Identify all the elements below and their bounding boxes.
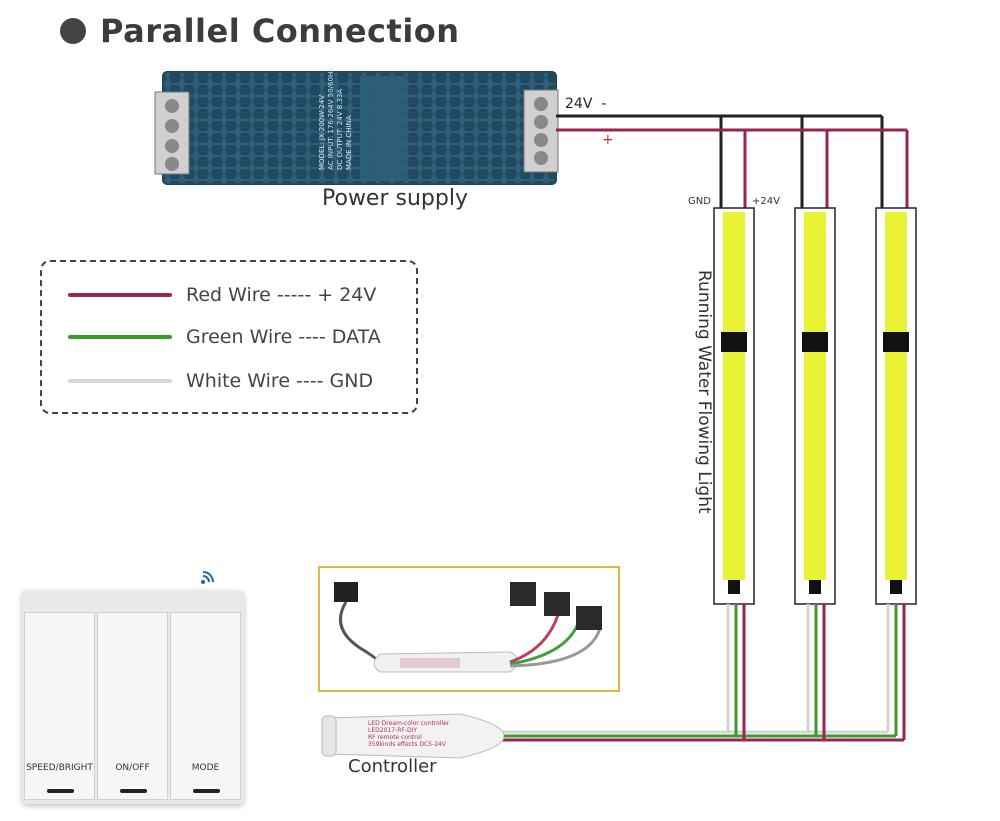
button-indicator	[120, 789, 147, 793]
print-line: MADE IN CHINA	[345, 115, 353, 170]
print-line: RF remote control	[368, 734, 422, 741]
controller-label: Controller	[348, 756, 437, 777]
white-line-swatch	[68, 379, 172, 383]
controller-photo-drawing	[334, 582, 602, 673]
legend-label: Red Wire ----- + 24V	[186, 284, 377, 306]
red-wire-supply	[556, 128, 909, 210]
wireless-icon	[201, 571, 214, 584]
mode-button[interactable]: MODE	[170, 612, 241, 800]
speed-bright-button[interactable]: SPEED/BRIGHT	[24, 612, 95, 800]
led-strip-2	[794, 207, 836, 605]
gnd-label: GND	[688, 196, 711, 207]
print-line: LED2017-RF-DIY	[368, 727, 418, 734]
button-label: ON/OFF	[115, 763, 150, 773]
bullet-icon	[60, 18, 86, 44]
legend-item-green: Green Wire ---- DATA	[68, 326, 381, 348]
red-line-swatch	[68, 293, 172, 297]
title-text: Parallel Connection	[100, 12, 460, 50]
led-strip-1	[713, 207, 755, 605]
button-label: MODE	[191, 763, 220, 773]
diagram-title: Parallel Connection	[60, 12, 460, 50]
strip-name-label: Running Water Flowing Light	[694, 270, 714, 514]
remote-wall-switch: SPEED/BRIGHT ON/OFF MODE	[22, 590, 244, 804]
pos24v-label: +24V	[752, 196, 780, 207]
data-bus	[500, 604, 906, 742]
power-supply-label: Power supply	[322, 186, 468, 211]
button-label: SPEED/BRIGHT	[26, 763, 93, 773]
terminal-positive-label: +	[602, 132, 614, 148]
terminal-negative-label: 24V -	[565, 96, 607, 112]
print-line: DC OUTPUT: 24V 8.33A	[336, 88, 344, 170]
legend-item-red: Red Wire ----- + 24V	[68, 284, 376, 306]
controller-device	[321, 713, 505, 759]
black-wire	[556, 114, 884, 210]
button-indicator	[193, 789, 220, 793]
button-indicator	[47, 789, 74, 793]
psu-print-text: MODEL: JX-200W-24V AC INPUT: 176-264V 50…	[318, 68, 354, 170]
print-line: AC INPUT: 176-264V 50/60Hz	[327, 68, 335, 170]
controller-print: LED Dream-color controller LED2017-RF-DI…	[368, 720, 449, 748]
legend-item-white: White Wire ---- GND	[68, 370, 373, 392]
legend-label: Green Wire ---- DATA	[186, 326, 381, 348]
print-line: 359kinds effects DC5-24V	[368, 741, 446, 748]
print-line: MODEL: JX-200W-24V	[318, 94, 326, 170]
print-line: LED Dream-color controller	[368, 720, 450, 727]
power-supply	[154, 71, 559, 185]
led-strip-3	[875, 207, 917, 605]
legend-label: White Wire ---- GND	[186, 370, 374, 392]
on-off-button[interactable]: ON/OFF	[97, 612, 168, 800]
controller-photo	[318, 566, 620, 692]
legend: Red Wire ----- + 24V Green Wire ---- DAT…	[40, 260, 418, 414]
green-line-swatch	[68, 335, 172, 339]
